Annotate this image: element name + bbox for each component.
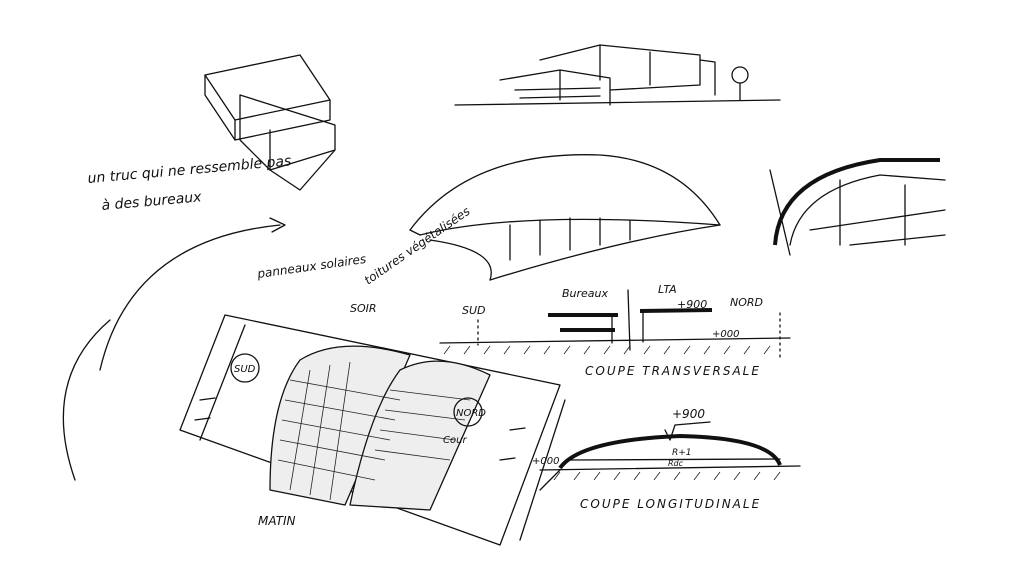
section-level-ground: +000	[712, 329, 739, 340]
massing-box-sketch	[204, 54, 336, 191]
long-section-upper-floor: R+1	[672, 448, 692, 458]
section-lta: LTA	[658, 283, 677, 296]
cross-section-sketch	[439, 289, 791, 361]
sun-path-arrows	[62, 217, 286, 481]
label-north-plan: NORD	[456, 408, 486, 419]
note-line-2: à des bureaux	[101, 189, 203, 214]
long-section-level-ground: +000	[532, 456, 559, 467]
long-section-level-top: +900	[672, 407, 705, 421]
curved-roof-sketch	[409, 154, 721, 281]
arch-section-sketch	[769, 158, 946, 256]
label-morning: MATIN	[258, 514, 296, 528]
building-perspective-sketch	[454, 44, 781, 106]
section-north: NORD	[730, 296, 763, 309]
section-offices: Bureaux	[562, 287, 609, 300]
site-plan-sketch	[179, 314, 566, 546]
long-section-ground-floor: Rdc	[668, 459, 684, 468]
label-courtyard: Cour	[443, 435, 467, 446]
section-south: SUD	[462, 304, 486, 317]
label-solar-panels: panneaux solaires	[255, 252, 366, 281]
cross-section-title: COUPE TRANSVERSALE	[585, 364, 761, 378]
section-level-top: +900	[677, 298, 707, 311]
long-section-title: COUPE LONGITUDINALE	[580, 497, 761, 511]
label-evening: SOIR	[350, 302, 377, 315]
note-line-1: un truc qui ne ressemble pas	[87, 153, 292, 187]
label-south-plan: SUD	[234, 364, 256, 375]
long-section-sketch	[539, 421, 801, 491]
